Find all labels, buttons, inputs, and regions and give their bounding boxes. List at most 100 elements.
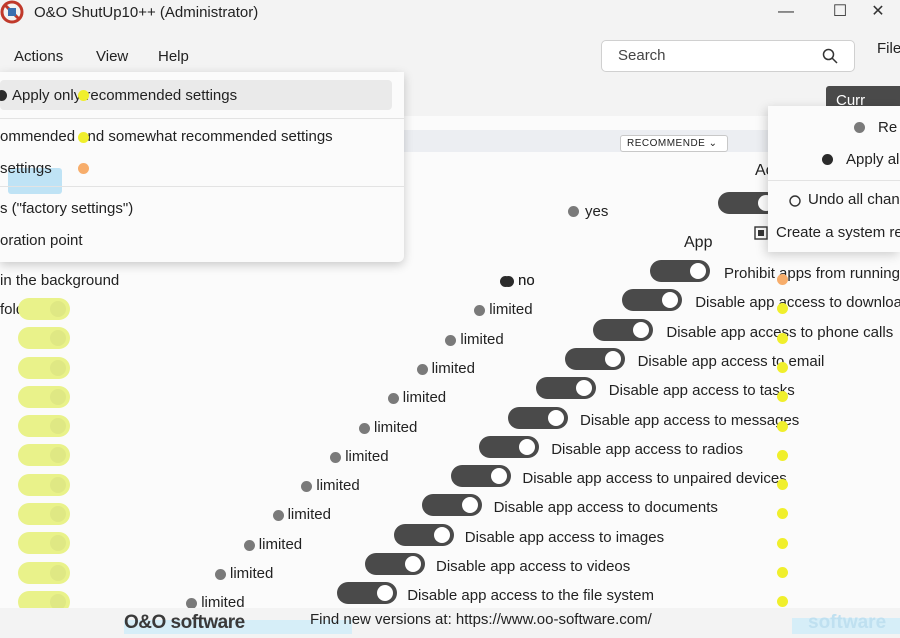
toggle-switch[interactable] bbox=[18, 591, 70, 613]
toggle-switch[interactable] bbox=[393, 523, 454, 546]
status-dot bbox=[186, 598, 198, 610]
recommendation-dot bbox=[777, 332, 788, 344]
toggle-switch[interactable] bbox=[18, 444, 70, 466]
menu-item-highlight bbox=[0, 80, 392, 110]
menu-help[interactable]: Help bbox=[158, 48, 189, 65]
status-text: no bbox=[518, 272, 535, 289]
setting-label: Disable app access to unpaired devices bbox=[522, 470, 787, 488]
toggle-switch[interactable] bbox=[536, 377, 596, 400]
status-dot bbox=[272, 510, 284, 522]
group-app-privacy: App bbox=[684, 234, 713, 251]
status-text: limited bbox=[345, 447, 389, 465]
setting-label: Disable app access to messages bbox=[580, 411, 800, 429]
setting-label: Disable app access to email bbox=[637, 352, 825, 370]
status-text: limited bbox=[460, 330, 504, 348]
status-text: limited bbox=[402, 389, 447, 407]
menu-item-create-restore[interactable]: Create a system res bbox=[776, 224, 900, 241]
yellow-dot-icon bbox=[78, 90, 89, 101]
status-text: limited bbox=[287, 506, 331, 524]
toggle-switch[interactable] bbox=[18, 503, 70, 525]
toggle-switch[interactable] bbox=[18, 298, 70, 320]
setting-label: Disable app access to downloa bbox=[695, 294, 900, 312]
toggle-switch[interactable] bbox=[593, 318, 653, 341]
setting-label: in the background bbox=[0, 272, 120, 289]
toggle-switch[interactable] bbox=[18, 474, 70, 496]
menu-item-undo-all[interactable]: Undo all chang bbox=[808, 191, 900, 208]
search-input[interactable] bbox=[618, 47, 808, 64]
app-logo-icon bbox=[0, 0, 24, 24]
setting-label: Disable app access to phone calls bbox=[666, 323, 894, 341]
toggle-switch[interactable] bbox=[621, 289, 682, 312]
file-menu[interactable]: File bbox=[877, 40, 900, 57]
footer-accent-band bbox=[792, 618, 900, 634]
actions-dropdown-menu: Apply only recommended settings ommended… bbox=[0, 72, 404, 262]
toggle-switch[interactable] bbox=[650, 260, 710, 282]
menu-item-apply-all-settings[interactable]: settings bbox=[0, 160, 52, 177]
menu-item-apply-recommended[interactable]: Apply only recommended settings bbox=[12, 87, 238, 104]
menu-item-apply-all[interactable]: Apply al bbox=[846, 151, 900, 168]
toggle-switch[interactable] bbox=[336, 582, 397, 605]
status-text: limited bbox=[374, 418, 418, 436]
setting-label: Disable app access to the file system bbox=[407, 587, 654, 605]
toggle-switch[interactable] bbox=[479, 435, 539, 458]
menu-item-recommended[interactable]: Re bbox=[878, 119, 898, 136]
search-icon[interactable] bbox=[822, 48, 838, 64]
footer-version-link[interactable]: Find new versions at: https://www.oo-sof… bbox=[310, 611, 652, 628]
recommendation-dot bbox=[777, 361, 788, 373]
setting-label: Disable app access to radios bbox=[551, 440, 743, 458]
toggle-switch[interactable] bbox=[18, 532, 70, 554]
status-text: limited bbox=[489, 301, 533, 319]
toggle-switch[interactable] bbox=[18, 562, 70, 584]
recommendation-dot bbox=[777, 508, 788, 520]
toggle-switch[interactable] bbox=[18, 357, 70, 379]
toggle-switch[interactable] bbox=[365, 553, 425, 575]
status-dot bbox=[416, 363, 428, 375]
status-dot bbox=[474, 305, 486, 317]
accent-tab bbox=[8, 168, 62, 194]
menu-item-apply-somewhat-recommended[interactable]: ommended and somewhat recommended settin… bbox=[0, 128, 333, 145]
toggle-switch[interactable] bbox=[564, 347, 625, 370]
setting-label: Disable app access to images bbox=[464, 528, 665, 546]
menu-separator bbox=[0, 118, 404, 119]
menu-item-restore-point[interactable]: oration point bbox=[0, 232, 83, 249]
toggle-switch[interactable] bbox=[18, 415, 70, 437]
search-box bbox=[601, 40, 855, 72]
maximize-button[interactable]: ☐ bbox=[832, 3, 848, 20]
toggle-switch[interactable] bbox=[18, 327, 70, 349]
setting-label: Prohibit apps from running bbox=[724, 265, 900, 282]
recommendation-dot bbox=[777, 303, 788, 315]
company-logo: O&O software bbox=[124, 612, 245, 633]
status-text: yes bbox=[585, 203, 609, 220]
recommended-column-header[interactable]: RECOMMENDE ⌄ bbox=[620, 135, 728, 152]
toggle-switch[interactable] bbox=[450, 465, 511, 488]
status-text: no bbox=[518, 272, 535, 289]
recommendation-dot bbox=[777, 567, 788, 578]
bullet-icon bbox=[822, 154, 833, 165]
menu-item-undo-factory[interactable]: s ("factory settings") bbox=[0, 200, 134, 217]
status-dot bbox=[387, 393, 399, 405]
setting-label: Disable app access to tasks bbox=[608, 382, 795, 400]
status-dot bbox=[503, 276, 514, 287]
recommendation-dot bbox=[777, 449, 788, 461]
minimize-button[interactable]: — bbox=[778, 3, 794, 20]
setting-label: Disable app access to videos bbox=[436, 558, 631, 575]
bullet-icon bbox=[0, 90, 7, 101]
setting-label: Disable app access to documents bbox=[493, 499, 718, 517]
chevron-down-icon: ⌄ bbox=[708, 138, 718, 149]
undo-icon bbox=[789, 195, 801, 207]
status-dot bbox=[568, 206, 579, 217]
status-text: limited bbox=[201, 594, 245, 612]
menu-actions[interactable]: Actions bbox=[14, 48, 64, 65]
footer-accent-band bbox=[124, 620, 352, 634]
restore-point-icon bbox=[754, 226, 768, 240]
close-button[interactable]: ✕ bbox=[871, 3, 885, 20]
menu-view[interactable]: View bbox=[96, 48, 129, 65]
recommended-header-label: RECOMMENDE bbox=[627, 138, 706, 149]
bullet-icon bbox=[854, 122, 865, 133]
toggle-switch[interactable] bbox=[422, 494, 482, 517]
recommendation-dot bbox=[777, 274, 788, 285]
toggle-switch[interactable] bbox=[18, 386, 70, 408]
orange-dot-icon bbox=[78, 163, 89, 174]
recommendation-dot bbox=[777, 537, 788, 549]
toggle-switch[interactable] bbox=[507, 406, 568, 429]
